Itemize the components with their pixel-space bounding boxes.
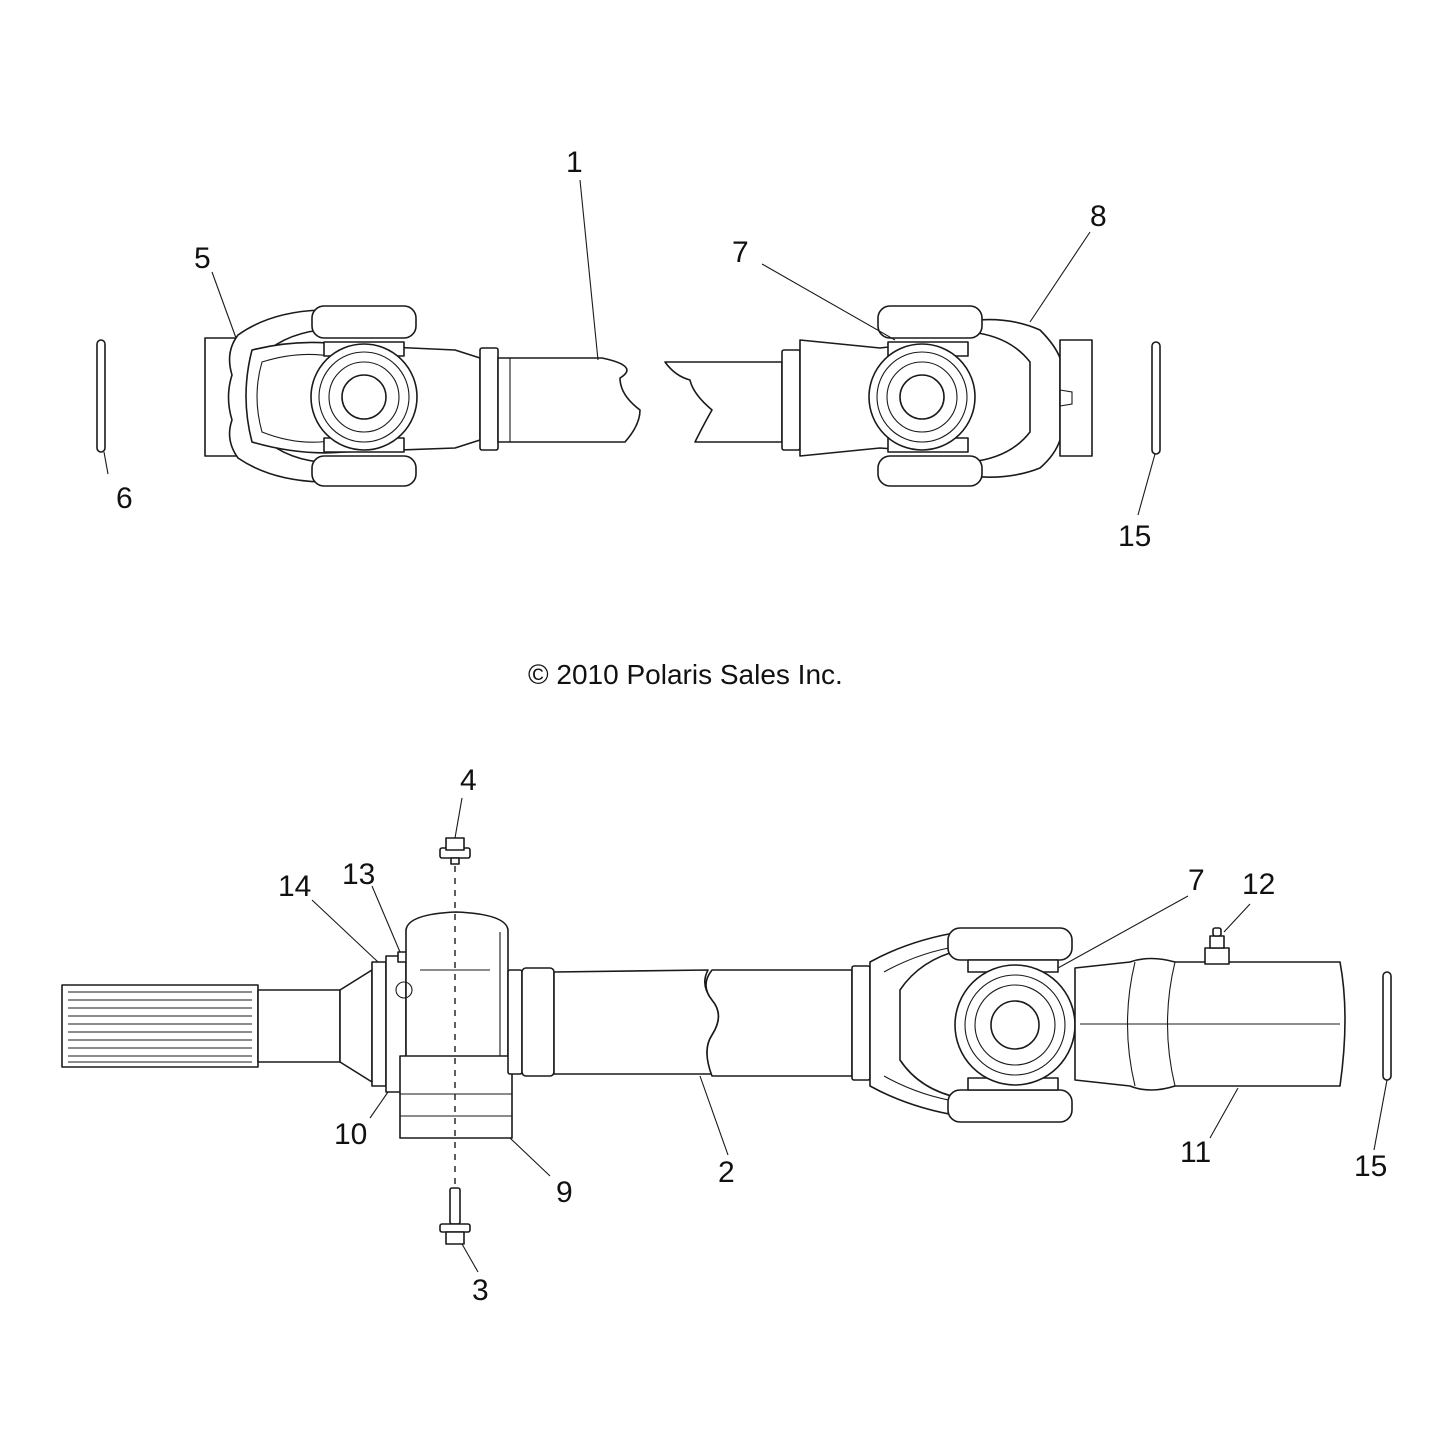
carrier-bearing-bracket xyxy=(395,911,513,1139)
flange-bolt-top xyxy=(439,837,471,865)
callout-5: 5 xyxy=(194,242,211,275)
callout-15-bottom: 15 xyxy=(1354,1150,1387,1183)
rear-u-joint xyxy=(869,927,1076,1123)
roll-pin-bottom xyxy=(1382,971,1392,1081)
front-prop-shaft-assembly xyxy=(96,179,1161,516)
grease-fitting xyxy=(1204,927,1230,965)
rear-prop-shaft-assembly xyxy=(61,797,1392,1273)
shaft-tube-right xyxy=(664,349,801,451)
callout-9: 9 xyxy=(556,1176,573,1209)
roll-pin-left xyxy=(96,339,106,453)
copyright-notice: © 2010 Polaris Sales Inc. xyxy=(528,659,843,690)
slip-yoke xyxy=(1074,957,1346,1091)
callout-6: 6 xyxy=(116,482,133,515)
callout-14: 14 xyxy=(278,870,311,903)
shaft-tube-left xyxy=(479,347,641,451)
callout-4: 4 xyxy=(460,764,477,797)
roll-pin-right xyxy=(1151,341,1161,455)
callout-10: 10 xyxy=(334,1118,367,1151)
rear-shaft-tube xyxy=(507,965,871,1081)
left-u-joint-yoke xyxy=(204,305,481,487)
callout-2: 2 xyxy=(718,1156,735,1189)
callout-12: 12 xyxy=(1242,868,1275,901)
flange-bolt-bottom xyxy=(439,1187,471,1245)
callout-1: 1 xyxy=(566,146,583,179)
callout-7-bottom: 7 xyxy=(1188,864,1205,897)
callout-3: 3 xyxy=(472,1274,489,1307)
callout-7-top: 7 xyxy=(732,236,749,269)
callout-15-top: 15 xyxy=(1118,520,1151,553)
callout-13: 13 xyxy=(342,858,375,891)
callout-11: 11 xyxy=(1180,1136,1211,1169)
right-u-joint-yoke xyxy=(799,305,1093,487)
seal-ring xyxy=(371,961,387,1087)
splined-shaft-end xyxy=(61,969,373,1083)
callout-8: 8 xyxy=(1090,200,1107,233)
